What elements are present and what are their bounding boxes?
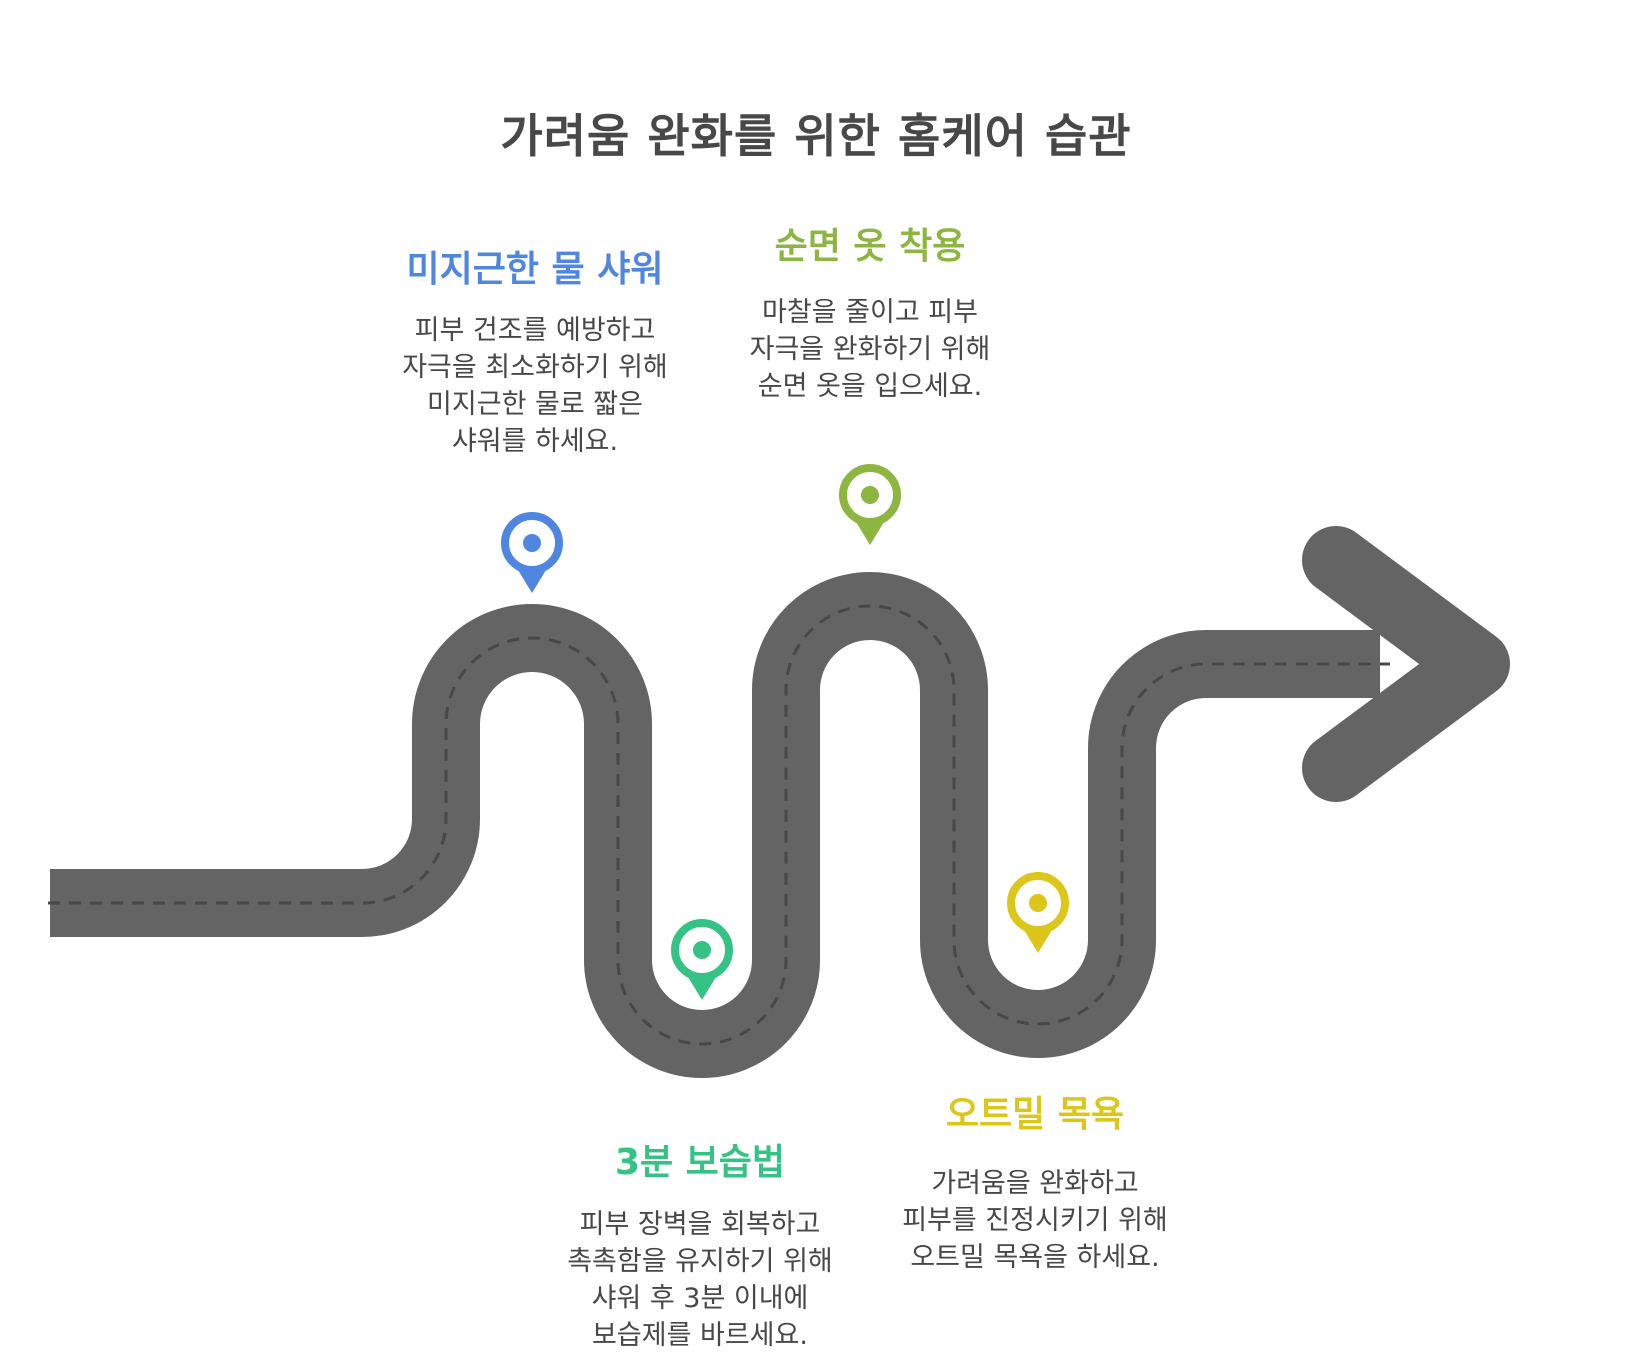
road-arrow-head — [1302, 526, 1510, 802]
road-center-line — [48, 604, 1390, 1046]
step-description-cotton-clothes: 마찰을 줄이고 피부 자극을 완화하기 위해 순면 옷을 입으세요. — [749, 297, 991, 402]
step-description-warm-shower: 피부 건조를 예방하고 자극을 최소화하기 위해 미지근한 물로 짧은 샤워를 … — [402, 315, 668, 457]
page-title: 가려움 완화를 위한 홈케어 습관 — [500, 109, 1132, 163]
step-title-3min-moisturizing: 3분 보습법 — [614, 1142, 786, 1183]
step-description-3min-moisturizing: 피부 장벽을 회복하고 촉촉함을 유지하기 위해 샤워 후 3분 이내에 보습제… — [567, 1209, 833, 1351]
step-title-oatmeal-bath: 오트밀 목욕 — [945, 1094, 1125, 1135]
map-pin-icon — [501, 512, 563, 593]
map-pin-icon — [839, 464, 901, 545]
map-pin-icon — [671, 919, 733, 1000]
step-title-warm-shower: 미지근한 물 샤워 — [406, 249, 664, 290]
step-title-cotton-clothes: 순면 옷 착용 — [774, 226, 966, 267]
step-description-oatmeal-bath: 가려움을 완화하고 피부를 진정시키기 위해 오트밀 목욕을 하세요. — [902, 1168, 1168, 1273]
map-pin-icon — [1007, 872, 1069, 953]
